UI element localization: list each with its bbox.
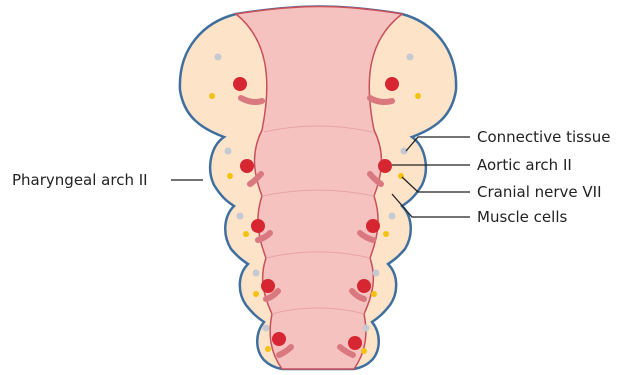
cranial-nerve <box>361 348 367 354</box>
cranial-nerve <box>253 291 259 297</box>
connective-tissue-cell <box>225 148 232 155</box>
muscle-cells-label: Muscle cells <box>477 208 567 226</box>
pharyngeal-arch-label: Pharyngeal arch II <box>12 171 148 189</box>
connective-tissue-cell <box>263 325 270 332</box>
aortic-arch-vessel <box>261 279 275 293</box>
cranial-nerve <box>415 93 421 99</box>
aortic-arch-vessel <box>251 219 265 233</box>
cranial-nerve <box>371 291 377 297</box>
cranial-nerve <box>383 231 389 237</box>
aortic-arch-vessel <box>378 159 392 173</box>
aortic-arch-vessel <box>240 159 254 173</box>
connective-tissue-label: Connective tissue <box>477 128 610 146</box>
cranial-nerve <box>243 231 249 237</box>
aortic-arch-vessel <box>272 332 286 346</box>
connective-tissue-cell <box>407 54 414 61</box>
cranial-nerve <box>227 173 233 179</box>
aortic-arch-vessel <box>366 219 380 233</box>
aortic-arch-vessel <box>233 77 247 91</box>
connective-tissue-cell <box>363 325 370 332</box>
connective-tissue-cell <box>215 54 222 61</box>
aortic-arch-vessel <box>348 336 362 350</box>
cranial-nerve <box>265 346 271 352</box>
connective-tissue-cell <box>373 270 380 277</box>
aortic-arch-vessel <box>385 77 399 91</box>
aortic-arch-label: Aortic arch II <box>477 156 572 174</box>
cranial-nerve <box>209 93 215 99</box>
aortic-arch-vessel <box>357 279 371 293</box>
connective-tissue-cell <box>253 270 260 277</box>
connective-tissue-cell <box>237 213 244 220</box>
cranial-nerve-label: Cranial nerve VII <box>477 183 602 201</box>
connective-tissue-cell <box>389 213 396 220</box>
